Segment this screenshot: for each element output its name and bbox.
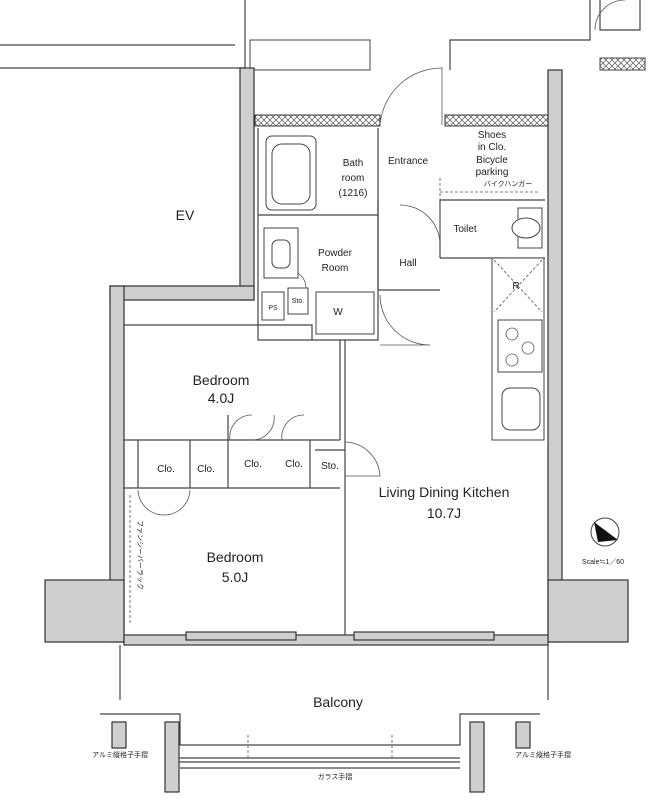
label-bike-hanger: バイクハンガー — [484, 179, 533, 188]
doors — [137, 67, 443, 516]
label-closet-1: Clo. — [157, 464, 175, 475]
sink — [271, 239, 291, 269]
label-bath-room: room — [342, 173, 365, 184]
label-parking: parking — [476, 167, 509, 178]
label-railing-right: アルミ縦格子手摺 — [515, 750, 571, 759]
kitchen-sink — [501, 387, 541, 431]
label-hall: Hall — [399, 258, 416, 269]
label-sto-powder: Sto. — [292, 298, 305, 305]
balcony — [100, 645, 549, 793]
label-powder-room: Room — [322, 263, 349, 274]
label-powder: Powder — [318, 248, 353, 259]
upper-structure — [0, 0, 646, 71]
label-bedroom-2: Bedroom — [207, 549, 264, 565]
label-ps: PS — [268, 305, 278, 312]
walls — [44, 67, 629, 646]
washer-pan — [315, 291, 375, 335]
label-ldk: Living Dining Kitchen — [379, 484, 510, 500]
stove — [497, 319, 543, 373]
label-bath-size: (1216) — [339, 188, 368, 199]
label-bedroom-1: Bedroom — [193, 372, 250, 388]
label-shoes: Shoes — [478, 130, 506, 141]
label-closet-2: Clo. — [197, 464, 215, 475]
label-entrance: Entrance — [388, 156, 428, 167]
ps-box — [261, 291, 285, 321]
label-bedroom-1-size: 4.0J — [208, 390, 234, 406]
label-sto-hall: Sto. — [321, 461, 339, 472]
north-arrow-icon — [590, 517, 620, 547]
label-glass-railing: ガラス手摺 — [318, 772, 353, 781]
fixtures — [129, 135, 545, 625]
label-bath: Bath — [343, 158, 364, 169]
label-railing-left: アルミ縦格子手摺 — [92, 750, 148, 759]
label-toilet: Toilet — [453, 224, 477, 235]
label-bicycle: Bicycle — [476, 155, 508, 166]
label-closet-3: Clo. — [244, 459, 262, 470]
label-balcony: Balcony — [313, 694, 363, 710]
scale-label: Scale≒1／60 — [582, 558, 624, 566]
label-ldk-size: 10.7J — [427, 505, 461, 521]
label-bedroom-2-size: 5.0J — [222, 569, 248, 585]
label-fridge: R — [512, 281, 519, 292]
label-in-clo: in Clo. — [478, 142, 506, 153]
label-ev: EV — [176, 207, 195, 223]
label-washer: W — [333, 307, 343, 318]
partitions — [124, 128, 545, 641]
label-fancy-bar-rack: ファンシーバーラック — [136, 520, 144, 590]
label-closet-4: Clo. — [285, 459, 303, 470]
